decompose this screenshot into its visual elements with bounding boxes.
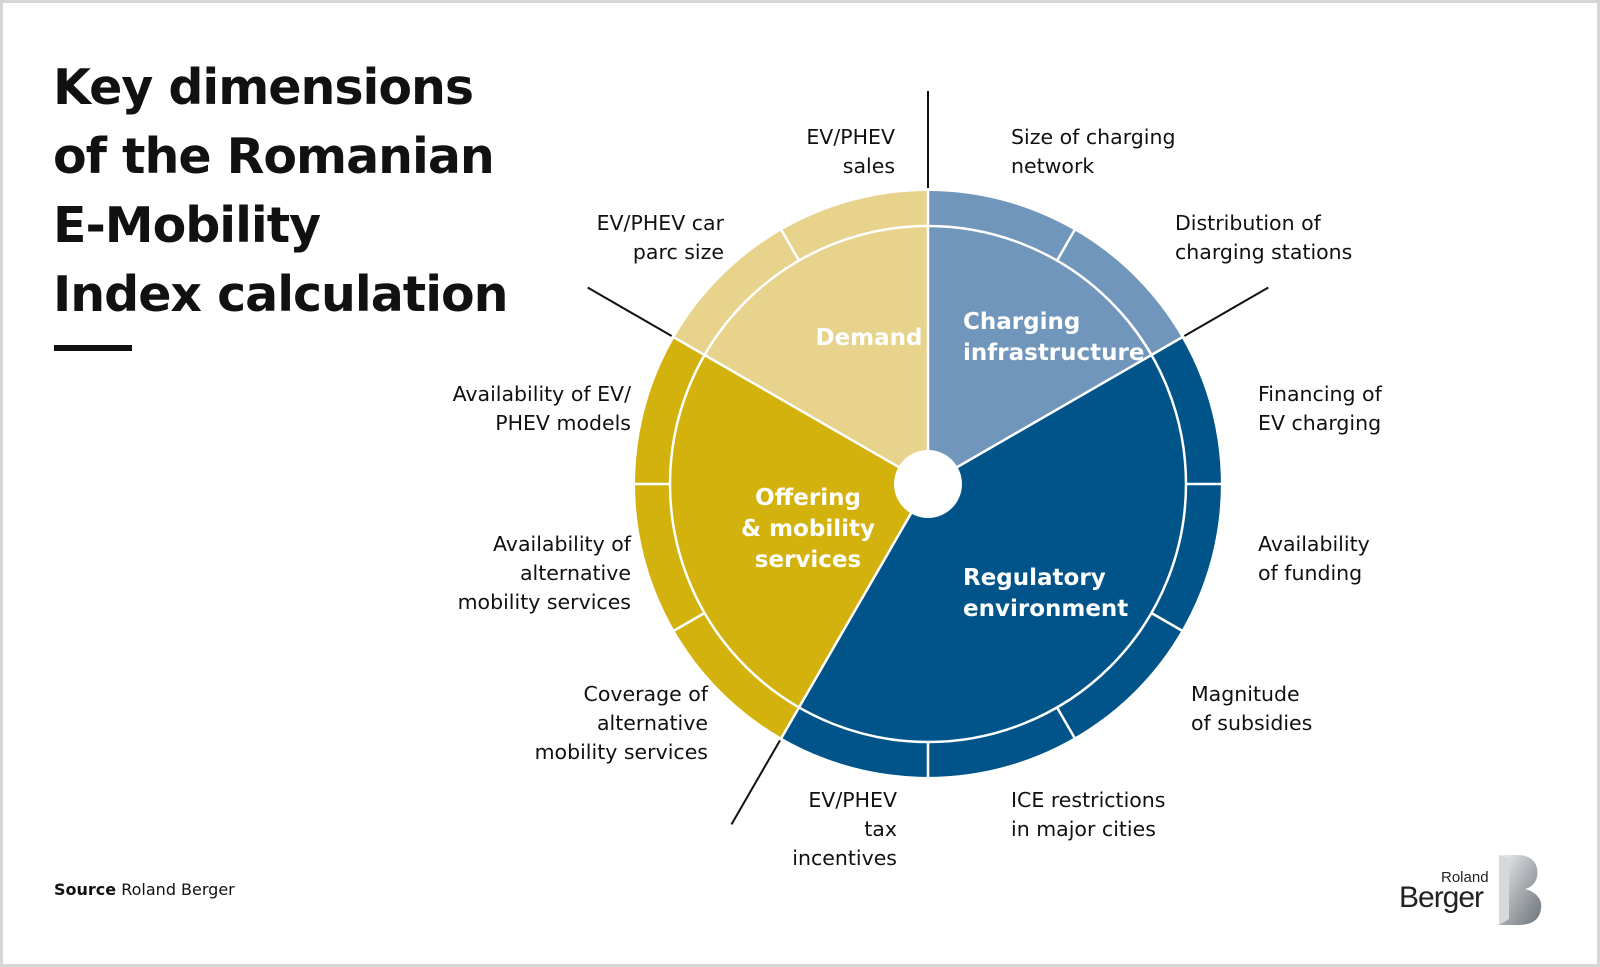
segment-divider [779, 483, 930, 740]
title-line: Index calculation [53, 266, 509, 323]
boundary-line [1183, 286, 1269, 337]
label-availability-alternative-mobility: Availability of alternative mobility ser… [457, 532, 631, 614]
segment-label-regulatory-line1: Regulatory [963, 565, 1106, 591]
segment-label-offering-line3: services [755, 547, 861, 573]
boundary-line [730, 739, 781, 825]
ring-divider [1055, 706, 1077, 740]
mobility-index-wheel: Demand Charging infrastructure Regulator… [587, 91, 1269, 825]
label-ice-restrictions: ICE restrictions in major cities [1011, 788, 1166, 841]
segment-label-offering-line2: & mobility [741, 516, 875, 542]
label-distribution-charging-stations: Distribution of charging stations [1175, 211, 1353, 264]
ring-divider [672, 611, 706, 633]
logo-text-berger: Berger [1399, 881, 1484, 914]
label-ev-phev-tax-incentives: EV/PHEV tax incentives [792, 788, 897, 870]
logo-text-roland: Roland [1441, 869, 1489, 886]
segment-divider [672, 335, 929, 486]
title-underline [54, 345, 132, 351]
ring-divider [1150, 611, 1184, 633]
segment-divider [927, 335, 1184, 486]
slide: Key dimensions of the Romanian E-Mobilit… [3, 3, 1597, 964]
title-line: of the Romanian [53, 128, 495, 185]
segment-label-charging-line2: infrastructure [963, 340, 1144, 366]
segment-offering-mobility-services [635, 337, 928, 738]
boundary-line [587, 286, 673, 337]
segment-label-charging-line1: Charging [963, 309, 1080, 335]
segment-charging-infrastructure [928, 191, 1182, 484]
label-coverage-alternative-mobility: Coverage of alternative mobility service… [534, 682, 708, 764]
ring-divider [779, 228, 801, 262]
label-size-charging-network: Size of charging network [1011, 125, 1176, 178]
source-value: Roland Berger [121, 880, 235, 899]
ring-divider [1055, 228, 1077, 262]
page-title: Key dimensions of the Romanian E-Mobilit… [53, 53, 509, 329]
label-ev-phev-sales: EV/PHEV sales [806, 125, 895, 178]
title-line: E-Mobility [53, 197, 321, 254]
label-financing-ev-charging: Financing of EV charging [1258, 382, 1382, 435]
source-label: Source [54, 880, 117, 899]
label-availability-of-funding: Availability of funding [1258, 532, 1370, 585]
segment-label-regulatory-line2: environment [963, 596, 1128, 622]
segment-demand [674, 191, 928, 484]
roland-berger-logo-mark [1499, 855, 1542, 925]
label-ev-phev-car-parc: EV/PHEV car parc size [596, 211, 724, 264]
segment-label-offering-line1: Offering [755, 485, 861, 511]
source-note: Source Roland Berger [54, 880, 235, 899]
title-line: Key dimensions [53, 59, 474, 116]
segment-label-demand: Demand [815, 325, 922, 351]
label-availability-ev-phev-models: Availability of EV/ PHEV models [452, 382, 631, 435]
label-magnitude-of-subsidies: Magnitude of subsidies [1191, 682, 1313, 735]
center-hub [894, 450, 962, 518]
